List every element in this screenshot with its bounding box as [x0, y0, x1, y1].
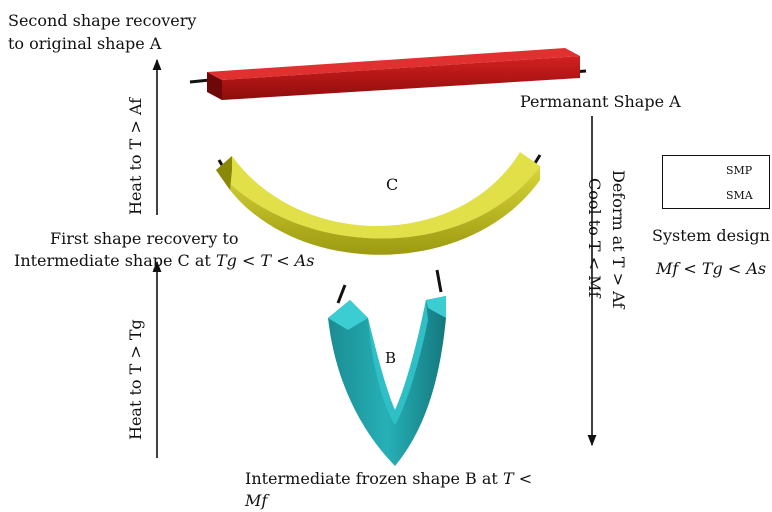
legend-sma-label: SMA	[726, 189, 753, 202]
heat-af-label: Heat to T > Af	[126, 97, 145, 215]
shape-b-right-top	[426, 296, 446, 318]
shape-b-left-top	[328, 300, 368, 330]
cool-label: Cool to T < Mf	[585, 178, 604, 298]
first-recovery-line2-prefix: Intermediate shape C at	[14, 251, 211, 270]
heat-tg-label: Heat to T > Tg	[126, 319, 145, 440]
sma-wire-left-b	[336, 284, 347, 304]
frozen-line1-prefix: Intermediate frozen shape B at	[245, 469, 498, 488]
shape-a-bar	[189, 48, 587, 100]
shape-c-label: C	[386, 175, 399, 194]
deform-label: Deform at T > Af	[609, 170, 628, 309]
shape-b-v	[328, 269, 446, 466]
permanent-shape-label: Permanant Shape A	[520, 92, 681, 111]
shape-c-top	[216, 152, 540, 239]
frozen-line1-math: T <	[502, 469, 533, 488]
legend-box	[662, 155, 770, 209]
first-recovery-line2-math: Tg < T < As	[215, 251, 315, 270]
second-recovery-line2: to original shape A	[8, 34, 162, 53]
shape-b-body	[328, 296, 446, 466]
shape-a-top	[207, 48, 580, 80]
shape-b-label: B	[385, 349, 397, 367]
system-condition: Mf < Tg < As	[656, 259, 767, 278]
first-recovery-line2: Intermediate shape C at Tg < T < As	[14, 250, 314, 271]
shape-a-front	[222, 56, 580, 100]
shape-a-end	[207, 72, 222, 100]
frozen-line2: Mf	[245, 491, 268, 510]
first-recovery-line1: First shape recovery to	[50, 229, 239, 248]
sma-wire-right-b	[435, 269, 443, 293]
second-recovery-line1: Second shape recovery	[8, 11, 197, 30]
shape-c-front	[216, 166, 540, 255]
system-design-label: System design	[652, 226, 770, 245]
sma-wire-left-a	[189, 78, 211, 84]
shape-c-end	[216, 156, 232, 190]
shape-c-arc	[216, 152, 542, 255]
shape-b-inner	[368, 300, 428, 425]
legend-smp-label: SMP	[726, 164, 753, 177]
frozen-line1: Intermediate frozen shape B at T <	[245, 468, 532, 489]
